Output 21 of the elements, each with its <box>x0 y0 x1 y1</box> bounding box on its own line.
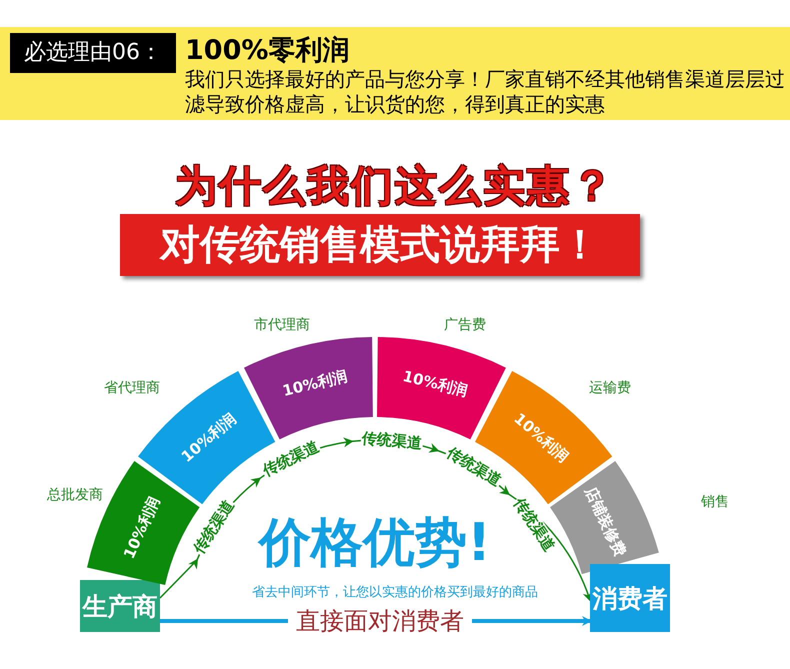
headline: 为什么我们这么实惠？ <box>174 160 616 212</box>
segment-label: 10%利润 <box>281 367 350 401</box>
cost-label: 运输费 <box>588 378 631 397</box>
slogan-banner: 对传统销售模式说拜拜！ <box>120 214 640 276</box>
cost-label: 总批发商 <box>47 486 103 504</box>
description: 我们只选择最好的产品与您分享！厂家直销不经其他销售渠道层层过滤导致价格虚高，让识货的您，得到真正的实惠 <box>185 67 785 117</box>
segment-label: 店铺装修费 <box>580 484 630 560</box>
cost-label: 广告费 <box>444 316 486 334</box>
segment-label: 10%利润 <box>120 494 164 562</box>
party-box: 生产商 <box>80 580 160 632</box>
price-slogan: 价格优势! <box>259 512 491 575</box>
note-text: 省去中间环节，让您以实惠的价格买到最好的商品 <box>252 584 538 601</box>
header-band <box>0 27 790 120</box>
cost-label: 销售 <box>700 492 729 511</box>
reason-tag: 必选理由06： <box>10 33 176 73</box>
cost-label: 市代理商 <box>254 316 310 334</box>
segment-label: 10%利润 <box>400 367 469 401</box>
heading: 100%零利润 <box>185 34 350 68</box>
party-box: 消费者 <box>590 564 670 632</box>
channel-label: 传统渠道 <box>360 428 424 453</box>
cost-label: 省代理商 <box>104 378 160 397</box>
